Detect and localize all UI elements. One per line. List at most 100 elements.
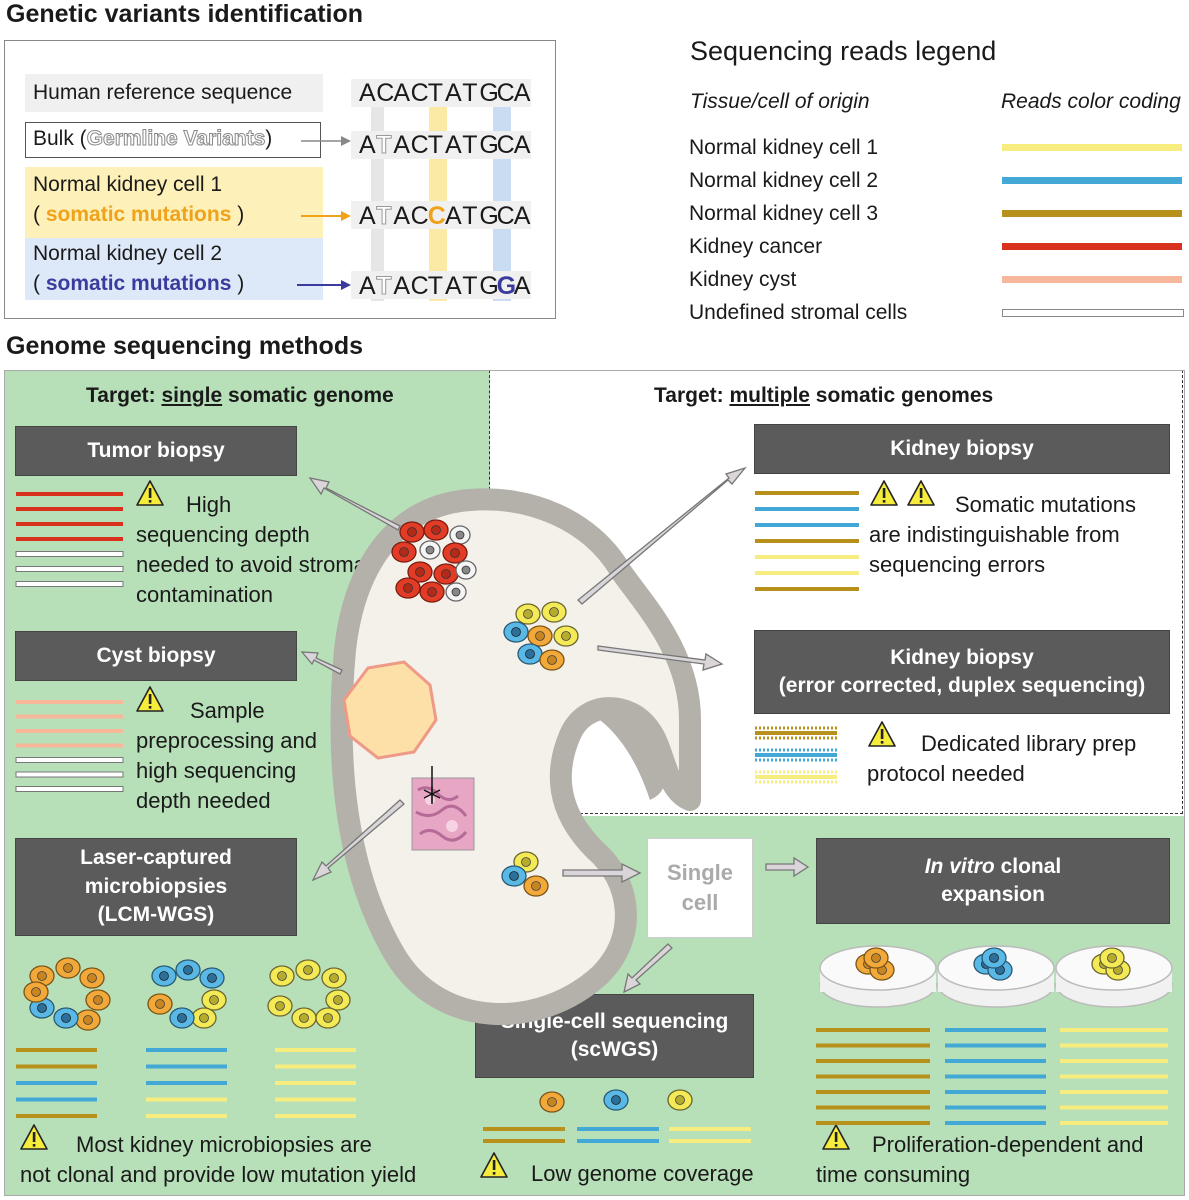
cell2-seq-bg [351, 271, 531, 299]
sequence-base: T [462, 131, 477, 159]
read-line [15, 566, 124, 572]
invitro-warning-icon [822, 1124, 850, 1150]
legend-item-label: Normal kidney cell 3 [689, 202, 879, 225]
legend-item-label: Kidney cyst [689, 268, 797, 291]
sequence-base: C [497, 202, 515, 230]
cyst-warning-icon [136, 686, 164, 712]
sc-cell-blue [603, 1089, 629, 1111]
cyst-shape [342, 660, 438, 760]
sequence-base: T [376, 202, 391, 230]
sequence-base: C [411, 272, 429, 300]
sequence-base: G [497, 272, 516, 300]
legend-item-swatch [1002, 309, 1184, 317]
read-line [15, 771, 124, 778]
cell2-row-bg [25, 238, 323, 300]
sequence-base: C [376, 79, 394, 107]
sequence-base: C [411, 79, 429, 107]
sc-note: Low genome coverage [531, 1161, 754, 1186]
petri-dish-yellow [1055, 945, 1173, 1008]
legend-item-label: Undefined stromal cells [689, 301, 908, 324]
sequence-base: A [393, 131, 410, 159]
legend-col1: Tissue/cell of origin [690, 90, 870, 113]
ref-seq-bg [351, 79, 531, 107]
sequence-base: T [462, 272, 477, 300]
sequence-base: C [497, 79, 515, 107]
sequence-base: T [376, 272, 391, 300]
read-line [15, 757, 124, 763]
sequence-base: A [393, 79, 410, 107]
sequence-base: G [479, 79, 498, 107]
sequence-base: G [479, 202, 498, 230]
sequence-base: A [514, 79, 531, 107]
cell1-seq-bg [351, 201, 531, 229]
sequence-base: A [514, 202, 531, 230]
legend-title: Sequencing reads legend [690, 36, 997, 66]
invitro-note: Proliferation-dependent and time consumi… [816, 1132, 1144, 1187]
sequence-base: A [445, 131, 462, 159]
cyst-biopsy-title: Cyst biopsy [15, 631, 297, 681]
variants-panel: Human reference sequence Bulk (Germline … [4, 40, 556, 319]
duplex-warning-icon [868, 721, 896, 747]
kidney-pelvis [600, 698, 666, 800]
tumor-biopsy-title: Tumor biopsy [15, 426, 297, 476]
bulk-label: Bulk (Germline Variants) [33, 127, 273, 151]
read-line [15, 551, 124, 557]
sequence-base: C [428, 202, 446, 230]
duplex-note: Dedicated library prep protocol needed [867, 731, 1137, 786]
legend-item-label: Normal kidney cell 2 [689, 169, 879, 192]
kidney-biopsy-title: Kidney biopsy [754, 424, 1170, 474]
sequence-base: A [514, 272, 531, 300]
petri-dish-orange [819, 945, 937, 1008]
legend-item-label: Kidney cancer [689, 235, 823, 258]
sequence-base: A [359, 272, 376, 300]
read-line [15, 581, 124, 587]
sequence-base: C [411, 131, 429, 159]
sc-cell-yellow [667, 1089, 693, 1111]
kidney-shape [330, 488, 701, 1026]
legend-item-label: Normal kidney cell 1 [689, 136, 879, 159]
sequence-base: T [462, 79, 477, 107]
legend-col2: Reads color coding [1001, 90, 1181, 113]
cyst-note: Sample preprocessing and high sequencing… [136, 698, 318, 813]
variants-title: Genetic variants identification [6, 0, 364, 28]
legend-item-swatch [1002, 276, 1182, 283]
cell2-label: Normal kidney cell 2 [33, 242, 223, 265]
kidney-note: Somatic mutations are indistinguishable … [869, 492, 1136, 577]
sc-warning-icon [480, 1152, 508, 1178]
sequence-base: G [479, 131, 498, 159]
multiple-target-label: Target: multiple somatic genomes [654, 384, 994, 407]
lcm-ring-orange [23, 957, 111, 1031]
cell1-label: Normal kidney cell 1 [33, 173, 223, 196]
tumor-warning-icon [136, 480, 164, 506]
sequence-base: A [359, 202, 376, 230]
ref-label: Human reference sequence [33, 81, 293, 104]
sc-cell-orange [539, 1091, 565, 1113]
duplex-title: Kidney biopsy(error corrected, duplex se… [754, 630, 1170, 714]
cell1-row-bg [25, 167, 323, 239]
sequence-base: G [479, 272, 498, 300]
sequence-base: A [359, 79, 376, 107]
sequence-base: A [393, 272, 410, 300]
bulk-row-box [25, 122, 321, 158]
cell2-sub: ( somatic mutations ) [33, 272, 245, 295]
germline-outline-text: Germline Variants [86, 127, 266, 151]
sequence-base: A [445, 272, 462, 300]
lcm-ring-blue [147, 959, 227, 1029]
legend-item-swatch [1002, 210, 1182, 217]
tumor-note: High sequencing depth needed to avoid st… [136, 492, 366, 607]
sequence-base: A [445, 202, 462, 230]
methods-title: Genome sequencing methods [6, 332, 364, 360]
read-line [15, 786, 124, 792]
sequence-base: A [393, 202, 410, 230]
ref-row-bg [25, 74, 323, 112]
sequence-base: A [514, 131, 531, 159]
legend-item-swatch [1002, 144, 1182, 151]
arrows [300, 466, 810, 994]
sequence-base: C [411, 202, 429, 230]
bulk-seq-bg [351, 131, 531, 159]
